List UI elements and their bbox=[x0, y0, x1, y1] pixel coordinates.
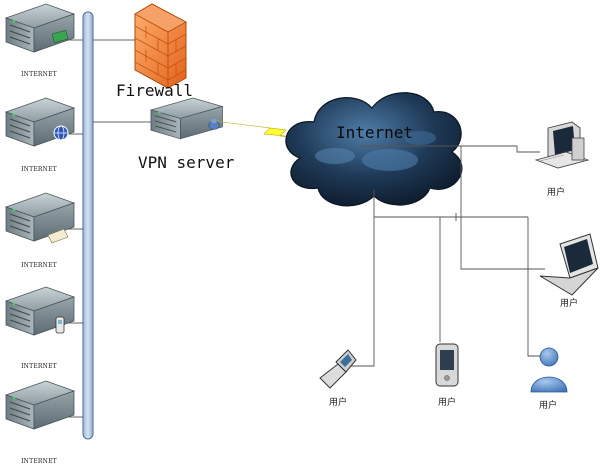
server-4-label: INTERNET bbox=[21, 363, 57, 370]
server-3 bbox=[5, 192, 75, 244]
document-icon bbox=[47, 228, 69, 244]
green-card-icon bbox=[51, 29, 69, 44]
firewall-label: Firewall bbox=[116, 81, 194, 100]
flip-phone-icon bbox=[319, 349, 357, 389]
phone-icon bbox=[55, 316, 65, 334]
laptop-icon bbox=[539, 233, 599, 296]
person-icon bbox=[530, 347, 568, 393]
server-5-label: INTERNET bbox=[21, 458, 57, 465]
pda-icon bbox=[435, 343, 459, 387]
flip-phone-user-label: 用户 bbox=[328, 398, 348, 408]
backbone-bus bbox=[82, 11, 94, 440]
globe-icon bbox=[53, 125, 69, 141]
firewall-icon bbox=[134, 3, 187, 89]
server-2 bbox=[5, 97, 75, 147]
vpn-server-label: VPN server bbox=[138, 153, 235, 172]
server-4 bbox=[5, 286, 75, 336]
server-2-label: INTERNET bbox=[21, 166, 57, 173]
laptop-user-label: 用户 bbox=[559, 299, 579, 309]
user-links bbox=[345, 145, 545, 367]
internet-cloud-icon bbox=[285, 92, 463, 207]
person-user-label: 用户 bbox=[538, 401, 558, 411]
desktop-pc-icon bbox=[534, 121, 590, 169]
cloud-label: Internet bbox=[336, 123, 414, 142]
server-1-label: INTERNET bbox=[21, 71, 57, 78]
server-1 bbox=[5, 3, 75, 53]
server-5 bbox=[5, 380, 75, 430]
desktop-user-label: 用户 bbox=[546, 188, 566, 198]
vpn-server-icon bbox=[150, 97, 223, 140]
server-3-label: INTERNET bbox=[21, 262, 57, 269]
pda-user-label: 用户 bbox=[437, 398, 457, 408]
